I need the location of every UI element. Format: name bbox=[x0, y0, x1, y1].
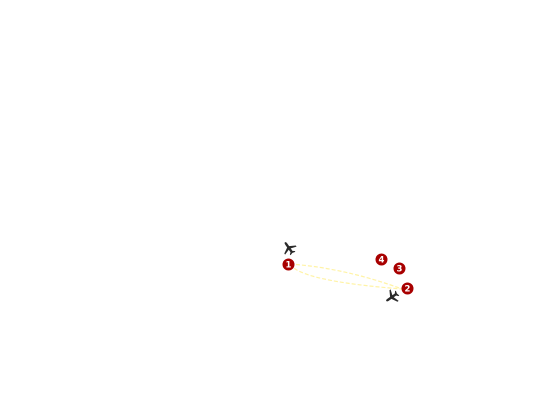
marker-pin bbox=[282, 258, 295, 271]
waypoint-marker-1[interactable]: 1 bbox=[282, 258, 295, 271]
marker-pin bbox=[401, 282, 414, 295]
marker-pin bbox=[375, 253, 388, 266]
airplane-icon[interactable] bbox=[382, 287, 401, 306]
marker-label: 2 bbox=[405, 285, 411, 295]
marker-pin bbox=[393, 262, 406, 275]
flight-route-outbound bbox=[289, 263, 403, 290]
waypoint-marker-4[interactable]: 4 bbox=[375, 253, 388, 266]
airplane-icon[interactable] bbox=[279, 238, 298, 257]
waypoint-marker-2[interactable]: 2 bbox=[401, 282, 414, 295]
marker-label: 3 bbox=[397, 265, 403, 275]
flight-route bbox=[289, 263, 403, 290]
waypoint-marker-3[interactable]: 3 bbox=[393, 262, 406, 275]
marker-label: 1 bbox=[286, 261, 292, 271]
marker-label: 4 bbox=[379, 256, 385, 266]
flight-route-return bbox=[289, 263, 403, 290]
